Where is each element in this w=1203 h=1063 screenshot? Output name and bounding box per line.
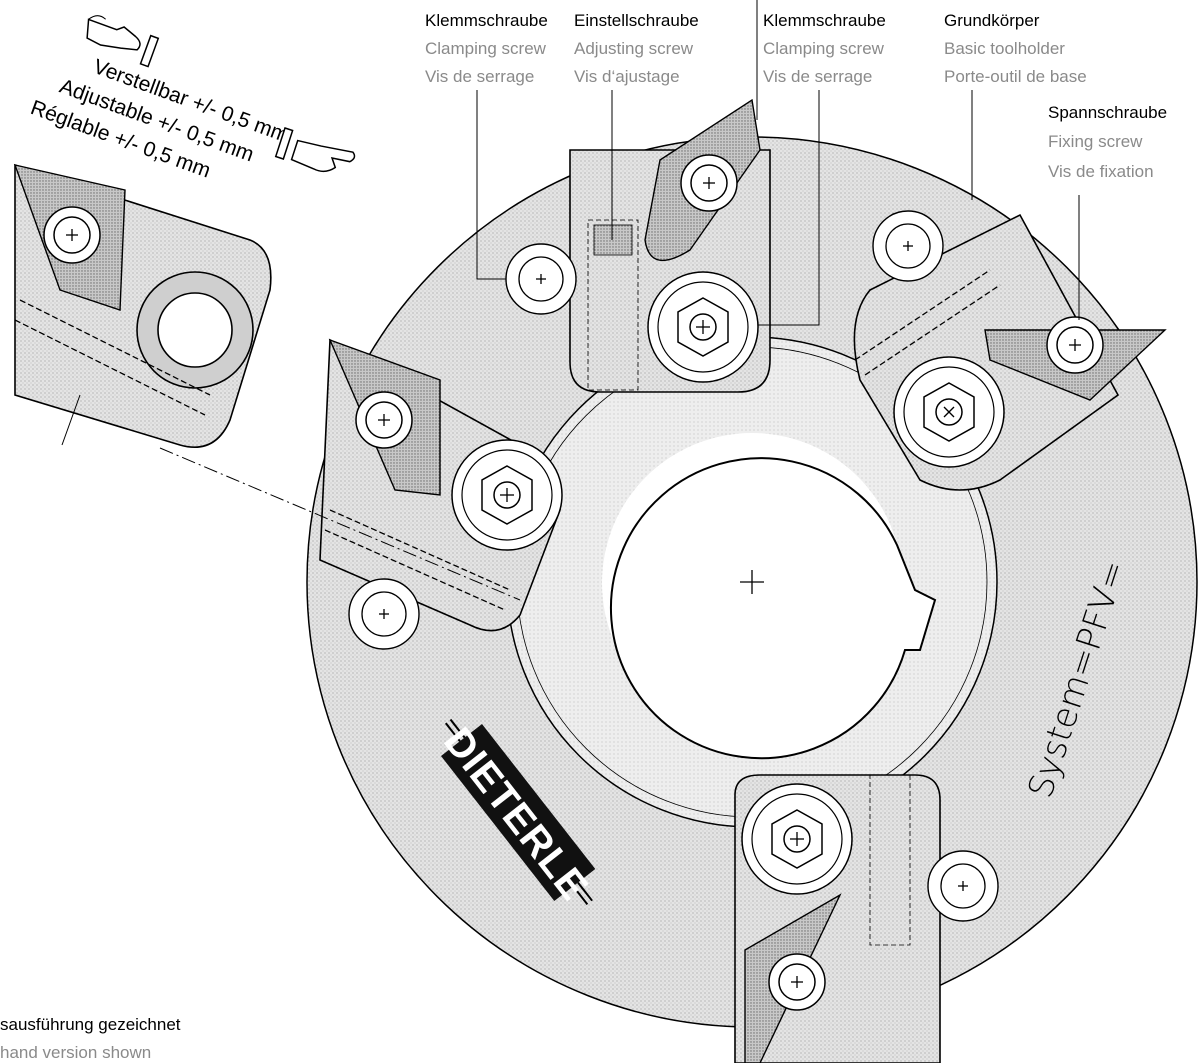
detail-insert-view [13, 163, 272, 449]
svg-text:sausführung gezeichnet: sausführung gezeichnet [0, 1015, 181, 1034]
svg-text:hand version shown: hand version shown [0, 1043, 151, 1062]
svg-text:Einstellschraube: Einstellschraube [574, 11, 699, 30]
clamping-screw-right [893, 356, 1005, 468]
svg-text:Porte-outil de base: Porte-outil de base [944, 67, 1087, 86]
pointing-hand-icon [274, 127, 356, 173]
svg-text:Vis de serrage: Vis de serrage [763, 67, 872, 86]
label-clamping-screw-left: Klemmschraube Clamping screw Vis de serr… [425, 11, 548, 86]
svg-text:Spannschraube: Spannschraube [1048, 103, 1167, 122]
svg-text:Grundkörper: Grundkörper [944, 11, 1040, 30]
svg-text:Basic toolholder: Basic toolholder [944, 39, 1065, 58]
svg-text:Vis d‘ajustage: Vis d‘ajustage [574, 67, 680, 86]
detail-leader [61, 394, 81, 446]
clamping-screw-left [451, 439, 563, 551]
svg-text:Fixing screw: Fixing screw [1048, 132, 1143, 151]
small-screw-left [348, 578, 420, 650]
svg-text:Adjusting screw: Adjusting screw [574, 39, 694, 58]
clamping-screw-top [647, 271, 759, 383]
svg-text:Clamping screw: Clamping screw [425, 39, 547, 58]
projection-line [159, 447, 521, 601]
svg-text:Vis de serrage: Vis de serrage [425, 67, 534, 86]
small-screw-bottom-right [927, 850, 999, 922]
small-screw-top-left [505, 243, 577, 315]
label-adjusting-screw: Einstellschraube Adjusting screw Vis d‘a… [574, 11, 699, 86]
pointing-hand-icon [86, 15, 160, 68]
svg-text:Klemmschraube: Klemmschraube [425, 11, 548, 30]
label-fixing-screw: Spannschraube Fixing screw Vis de fixati… [1048, 103, 1167, 181]
svg-text:Vis de fixation: Vis de fixation [1048, 162, 1154, 181]
label-clamping-screw-right: Klemmschraube Clamping screw Vis de serr… [763, 11, 886, 86]
clamping-screw-bottom [741, 783, 853, 895]
bore-outline [609, 457, 937, 760]
svg-text:Clamping screw: Clamping screw [763, 39, 885, 58]
svg-text:Klemmschraube: Klemmschraube [763, 11, 886, 30]
small-screw-top-right [872, 210, 944, 282]
footer-note: sausführung gezeichnet hand version show… [0, 1015, 181, 1062]
leader-lines [476, 0, 1080, 326]
label-basic-toolholder: Grundkörper Basic toolholder Porte-outil… [944, 11, 1087, 86]
